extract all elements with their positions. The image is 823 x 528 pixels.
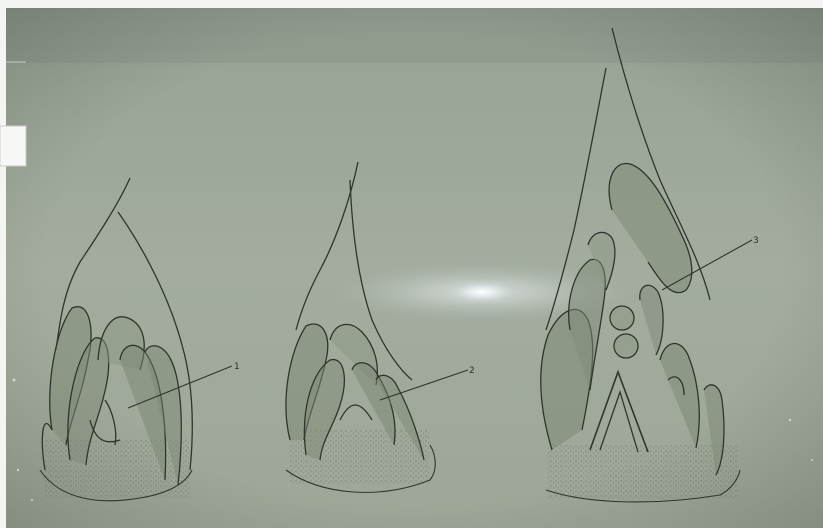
pointer-label-3: 3	[753, 236, 759, 246]
pointer-label-2: 2	[469, 366, 475, 376]
pointer-label-1: 1	[234, 362, 240, 372]
